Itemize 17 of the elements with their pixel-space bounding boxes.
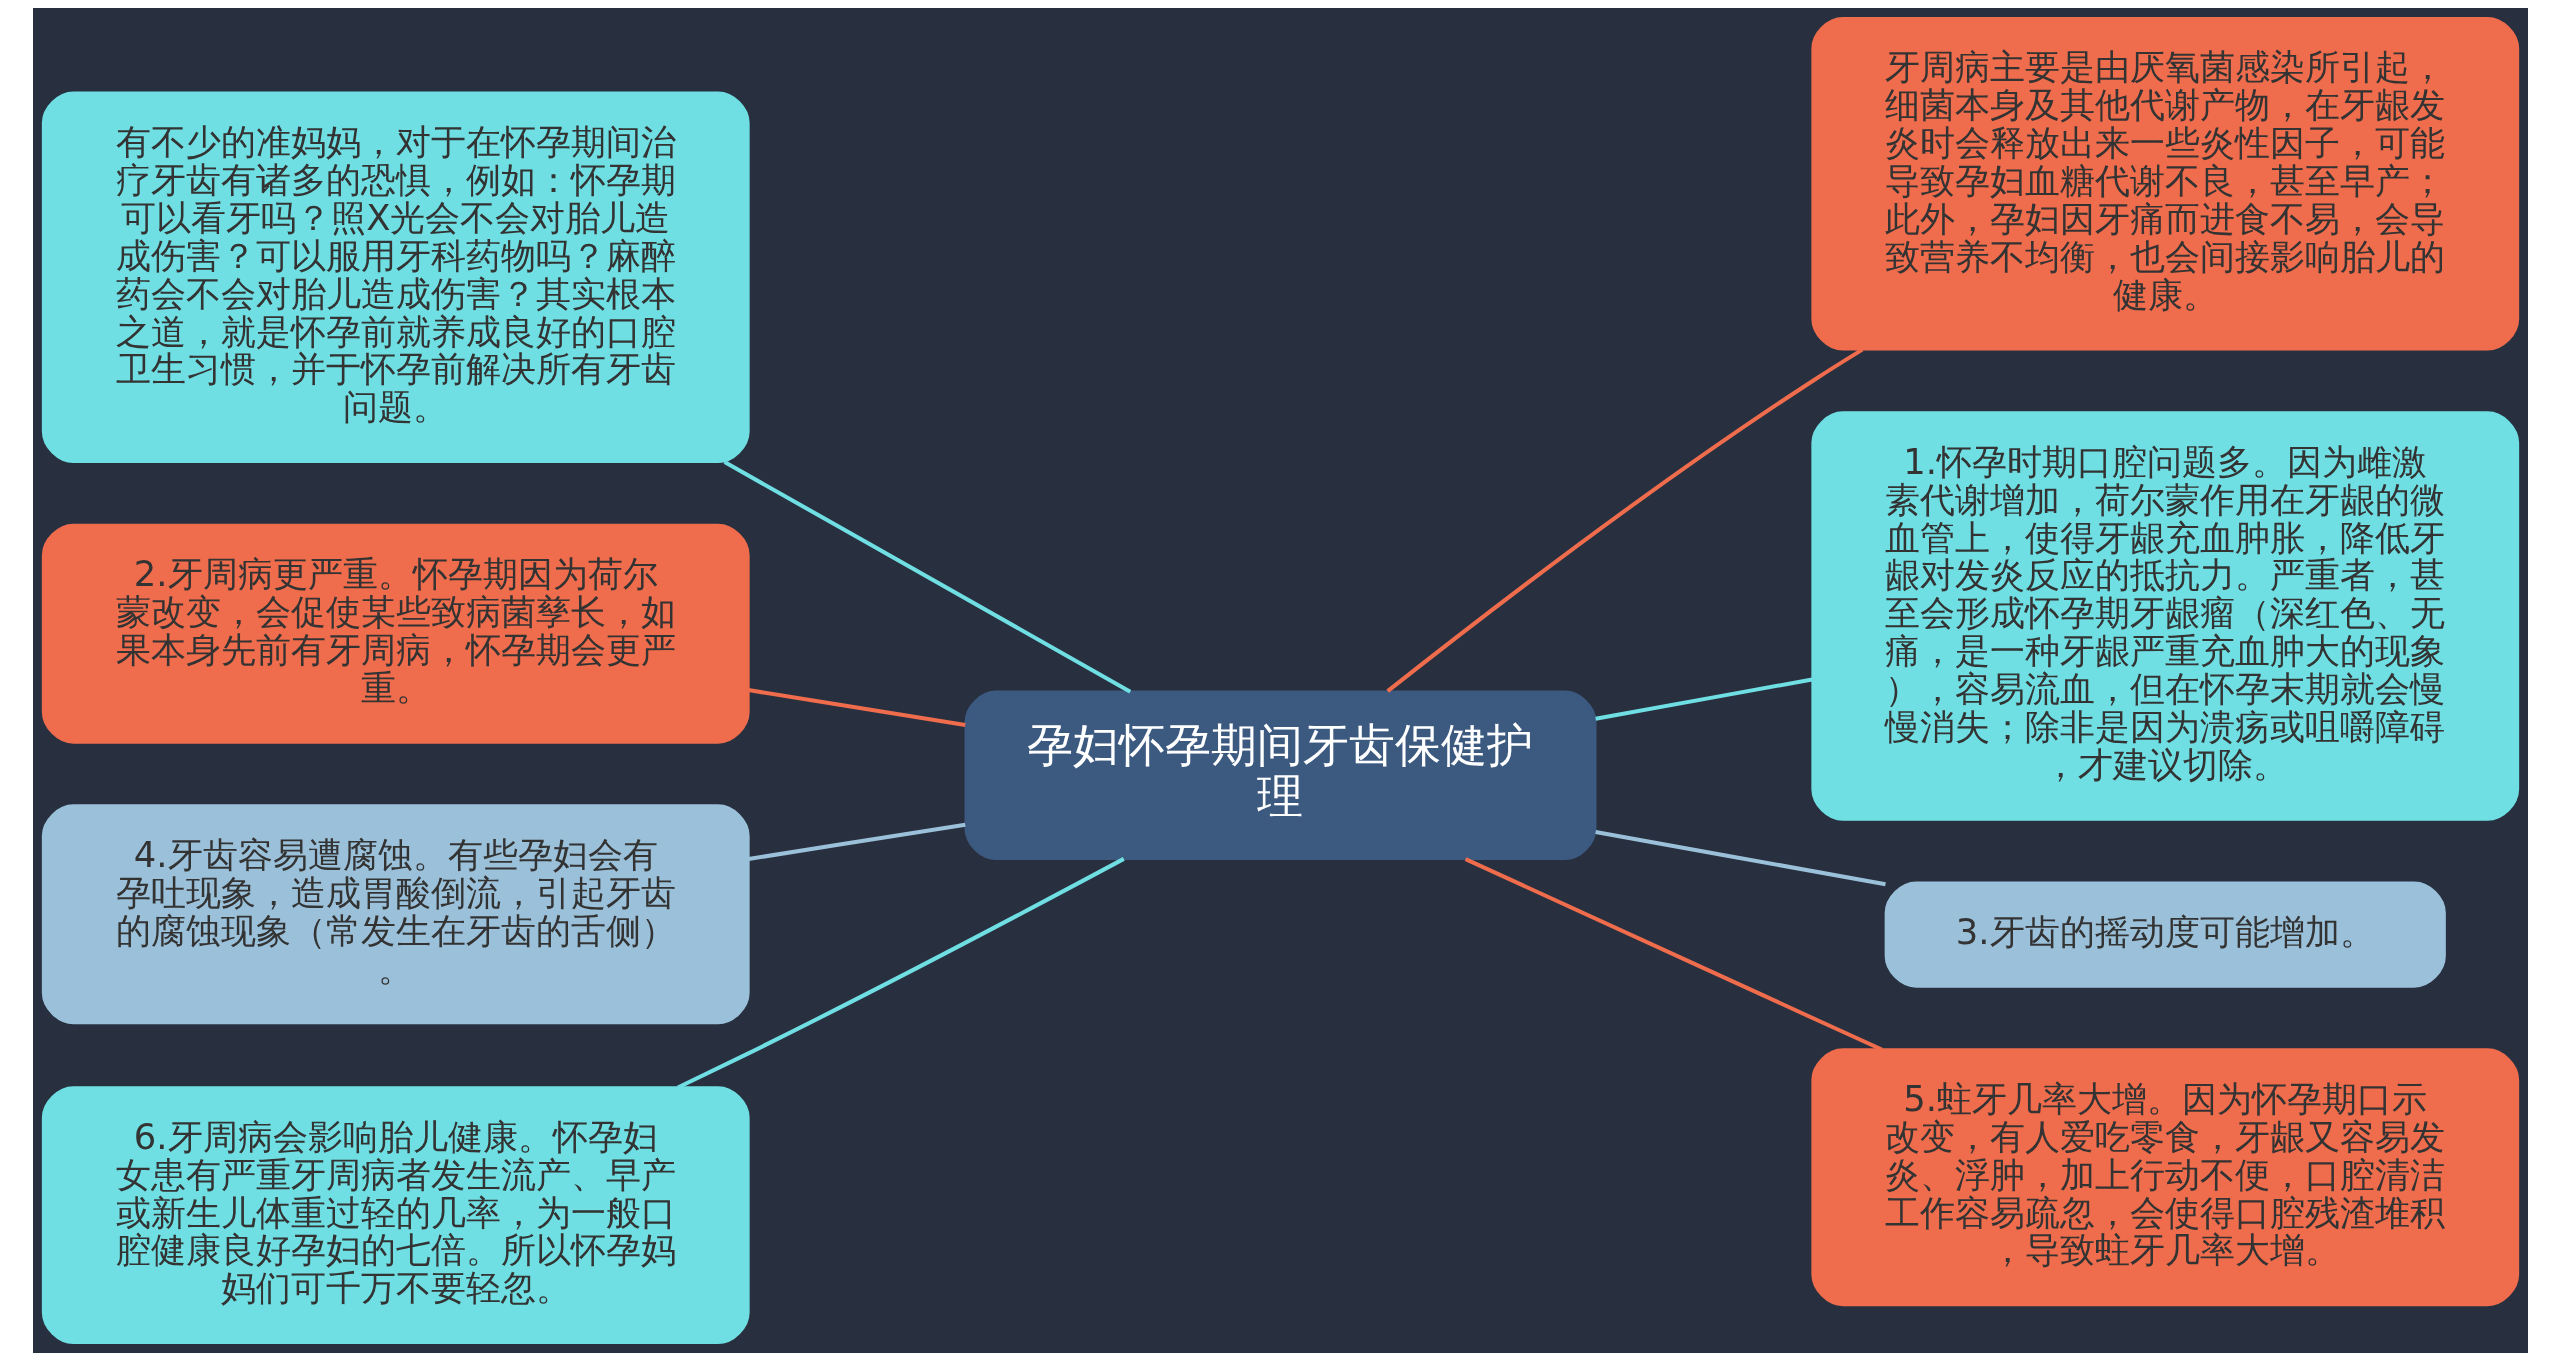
node-box: 牙周病主要是由厌氧菌感染所引起，细菌本身及其他代谢产物，在牙龈发炎时会释放出来一些炎性因子，可能导致孕妇血糖代谢不良，甚至早产；此外，孕妇因牙痛而进食不易，会导致营养不均衡，也会间接影响胎儿的健康。 [1810, 16, 2519, 351]
connector [1385, 347, 1863, 693]
node-box: 有不少的准妈妈，对于在怀孕期间治疗牙齿有诸多的恐惧，例如：怀孕期可以看牙吗？照X光会不会对胎儿造成伤害？可以服用牙科药物吗？麻醉药会不会对胎儿造成伤害？其实根本之道，就是怀孕前就养成良好的口腔卫生习惯，并于怀孕前解决所有牙齿问题。 [41, 91, 750, 464]
node-box: 1.怀孕时期口腔问题多。因为雌激素代谢增加，荷尔蒙作用在牙龈的微血管上，使得牙龈充血肿胀，降低牙龈对发炎反应的抵抗力。严重者，甚至会形成怀孕期牙龈瘤（深红色、无痛，是一种牙龈严重充血肿大的现象），容易流血，但在怀孕末期就会慢慢消失；除非是因为溃疡或咀嚼障碍，才建议切除。 [1810, 411, 2519, 821]
node-box: 2.牙周病更严重。怀孕期因为荷尔蒙改变，会促使某些致病菌孳长，如果本身先前有牙周病，怀孕期会更严重。 [41, 523, 750, 744]
node-box: 5.蛀牙几率大增。因为怀孕期口示改变，有人爱吃零食，牙龈又容易发炎、浮肿，加上行动不便，口腔清洁工作容易疏忽，会使得口腔残渣堆积，导致蛀牙几率大增。 [1810, 1048, 2519, 1307]
connector [747, 822, 966, 861]
node-box: 4.牙齿容易遭腐蚀。有些孕妇会有孕吐现象，造成胃酸倒流，引起牙齿的腐蚀现象（常发生在牙齿的舌侧）。 [41, 804, 750, 1025]
connector [723, 460, 1131, 694]
connector [1594, 677, 1813, 721]
node-box: 3.牙齿的摇动度可能增加。 [1884, 881, 2446, 988]
connector [747, 688, 966, 727]
connector [1464, 857, 1883, 1052]
connector [676, 857, 1125, 1090]
node-box: 6.牙周病会影响胎儿健康。怀孕妇女患有严重牙周病者发生流产、早产或新生儿体重过轻的几率，为一般口腔健康良好孕妇的七倍。所以怀孕妈妈们可千万不要轻忽。 [41, 1086, 750, 1345]
connector [1594, 829, 1886, 887]
node-box: 孕妇怀孕期间牙齿保健护理 [964, 690, 1596, 860]
